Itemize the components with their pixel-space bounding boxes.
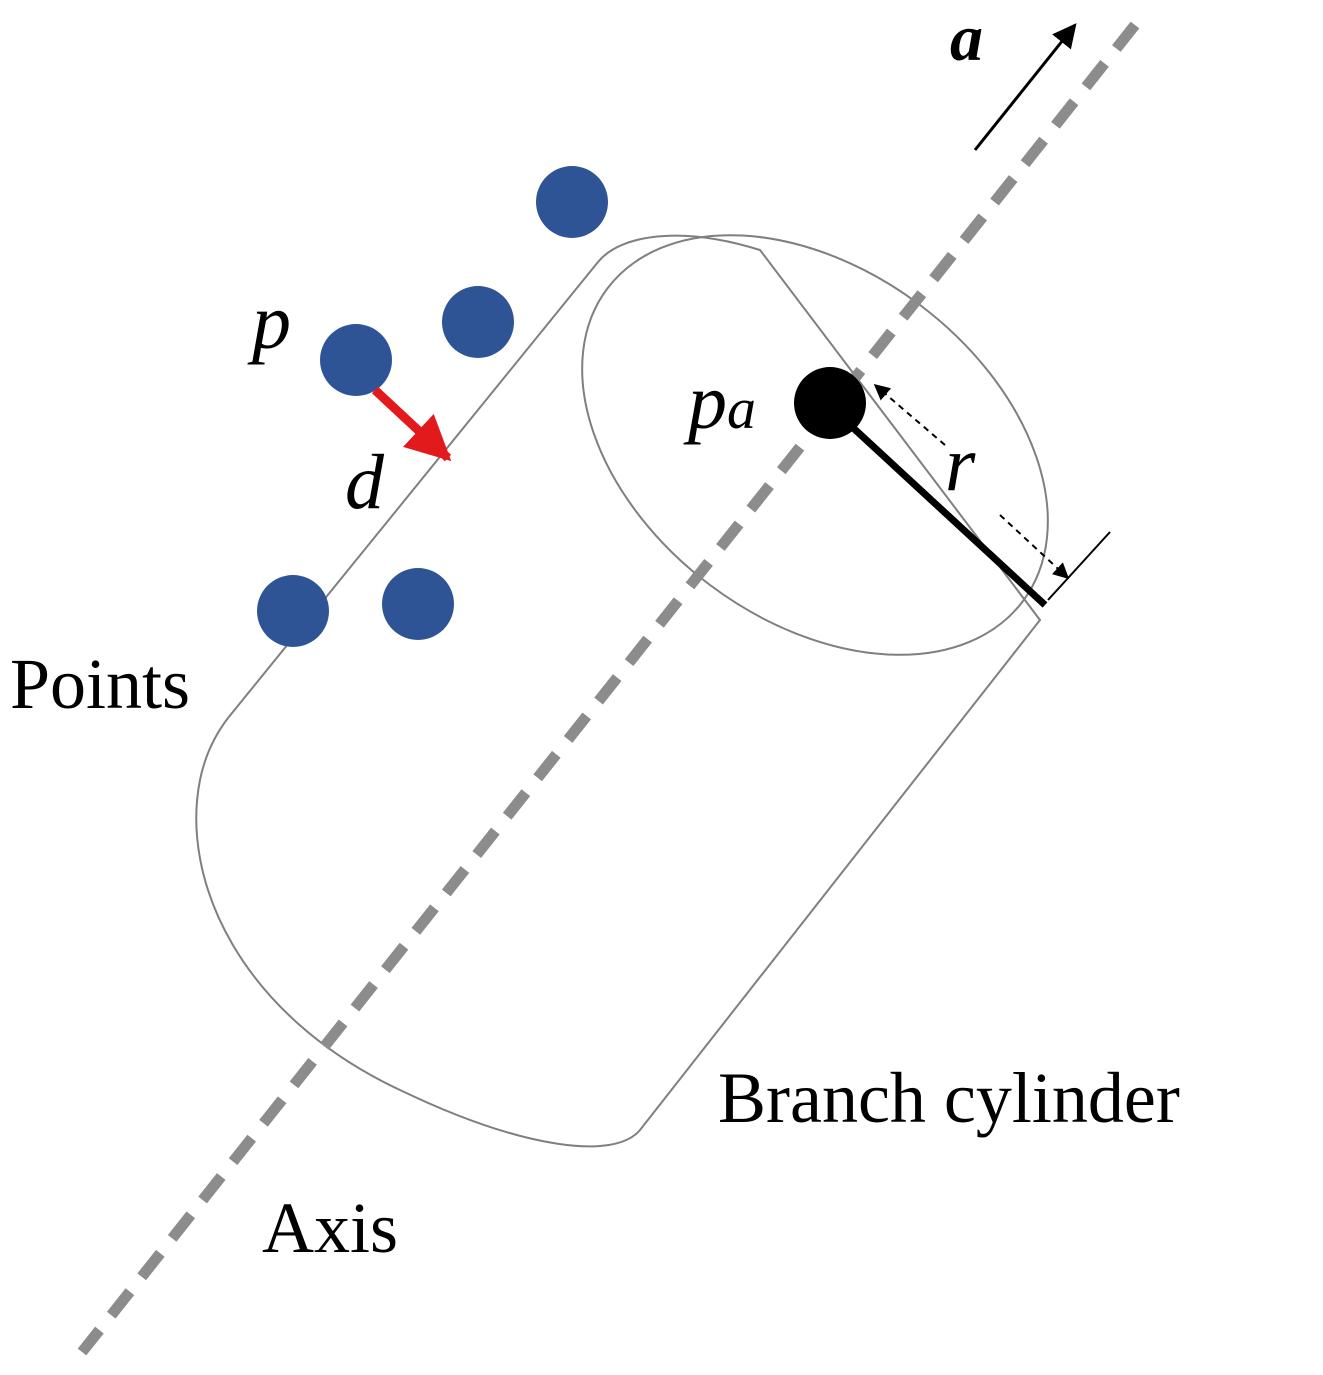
- vector-a-arrow: [973, 23, 1077, 151]
- label-axis: Axis: [262, 1188, 398, 1268]
- point-4: [257, 575, 329, 647]
- label-p: p: [247, 278, 291, 365]
- radius-dimension-lower: [999, 514, 1070, 580]
- radius-dimension-tick: [1047, 531, 1111, 601]
- label-pa: pa: [683, 358, 756, 445]
- radius-line: [847, 422, 1048, 608]
- label-branch-cylinder: Branch cylinder: [718, 1058, 1180, 1138]
- distance-arrow: [371, 386, 452, 462]
- label-pa-base: p: [683, 358, 727, 445]
- point-2: [442, 286, 514, 358]
- label-vector-a: a: [950, 2, 983, 75]
- cylinder-top-ellipse: [581, 234, 1049, 656]
- axis-point-pa: [794, 367, 866, 439]
- point-5: [382, 568, 454, 640]
- point-p: [320, 324, 392, 396]
- label-d: d: [345, 438, 385, 525]
- point-1: [536, 166, 608, 238]
- cylinder-outline: [195, 234, 1042, 1148]
- axis-line: [77, 21, 1140, 1356]
- radius-dimension-upper: [873, 383, 946, 446]
- label-r: r: [945, 420, 976, 507]
- label-pa-subscript: a: [727, 376, 756, 441]
- label-points: Points: [10, 644, 190, 724]
